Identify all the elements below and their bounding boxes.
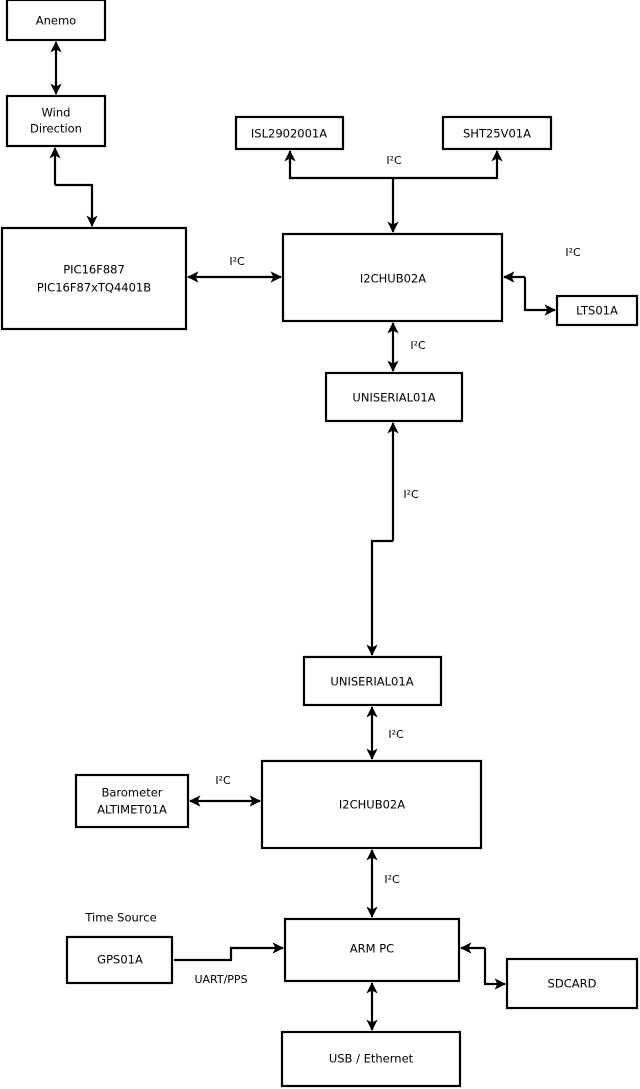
connection-uniserial-down (366, 539, 393, 656)
connection-hub-bus-left (284, 150, 393, 180)
node-label-uniserial01a-bottom: UNISERIAL01A (330, 675, 413, 689)
connection-armpc-sdcard-out (483, 948, 506, 990)
node-label-barometer-line1: Barometer (101, 786, 162, 800)
node-label-i2chub02a-top: I2CHUB02A (360, 272, 426, 286)
node-label-lts01a: LTS01A (576, 304, 618, 318)
edge-label-hub-bus: I²C (386, 154, 402, 167)
labels-layer: Time Source I²C I²C I²C I²C I²C I²C I²C … (84, 154, 581, 986)
node-label-sdcard: SDCARD (548, 977, 597, 991)
node-label-usb-ethernet: USB / Ethernet (329, 1052, 414, 1066)
node-label-uniserial01a-top: UNISERIAL01A (352, 391, 435, 405)
edge-label-pic-hub: I²C (229, 255, 245, 268)
node-label-gps01a: GPS01A (97, 953, 143, 967)
node-wind-direction[interactable]: Wind Direction (5, 94, 107, 148)
node-label-pic-line1: PIC16F887 (63, 263, 125, 277)
connection-wind-pic-elbow (55, 183, 98, 227)
node-label-wind-direction-line2: Direction (30, 122, 82, 136)
node-label-sht25v01a: SHT25V01A (463, 127, 531, 141)
node-label-anemo: Anemo (36, 14, 76, 28)
connection-gps-armpc (174, 942, 284, 962)
connection-hub-bus-right (393, 150, 503, 180)
node-lts01a[interactable]: LTS01A (555, 294, 639, 327)
node-isl2902001a[interactable]: ISL2902001A (234, 115, 345, 151)
edge-label-gps-armpc: UART/PPS (194, 973, 247, 986)
edge-label-hub-uniserial: I²C (410, 339, 426, 352)
node-label-i2chub02a-bottom: I2CHUB02A (339, 798, 405, 812)
label-time-source: Time Source (84, 911, 156, 925)
node-label-barometer-line2: ALTIMET01A (97, 803, 167, 817)
node-sht25v01a[interactable]: SHT25V01A (441, 115, 553, 151)
node-i2chub02a-top[interactable]: I2CHUB02A (281, 232, 504, 323)
node-arm-pc[interactable]: ARM PC (283, 917, 461, 983)
node-sdcard[interactable]: SDCARD (505, 957, 639, 1010)
connection-hub-lts-out (523, 277, 556, 316)
edge-label-uniserial-hub2: I²C (388, 728, 404, 741)
node-gps01a[interactable]: GPS01A (65, 935, 174, 985)
node-anemo[interactable]: Anemo (5, 0, 107, 42)
edge-label-barometer-hub2: I²C (215, 774, 231, 787)
node-label-wind-direction-line1: Wind (42, 106, 71, 120)
connections-layer (49, 41, 556, 1031)
node-barometer[interactable]: Barometer ALTIMET01A (74, 773, 190, 829)
edge-label-uniserial-uniserial: I²C (403, 488, 419, 501)
node-uniserial01a-bottom[interactable]: UNISERIAL01A (302, 655, 443, 707)
node-pic-mcu[interactable]: PIC16F887 PIC16F87xTQ4401B (0, 226, 188, 331)
node-uniserial01a-top[interactable]: UNISERIAL01A (324, 371, 464, 423)
edge-label-hub2-armpc: I²C (384, 873, 400, 886)
node-label-isl2902001a: ISL2902001A (251, 127, 327, 141)
node-label-arm-pc: ARM PC (350, 942, 394, 956)
node-usb-ethernet[interactable]: USB / Ethernet (280, 1030, 462, 1088)
node-label-pic-line2: PIC16F87xTQ4401B (37, 281, 151, 295)
edge-label-hub-lts: I²C (565, 246, 581, 259)
node-i2chub02a-bottom[interactable]: I2CHUB02A (260, 759, 483, 850)
